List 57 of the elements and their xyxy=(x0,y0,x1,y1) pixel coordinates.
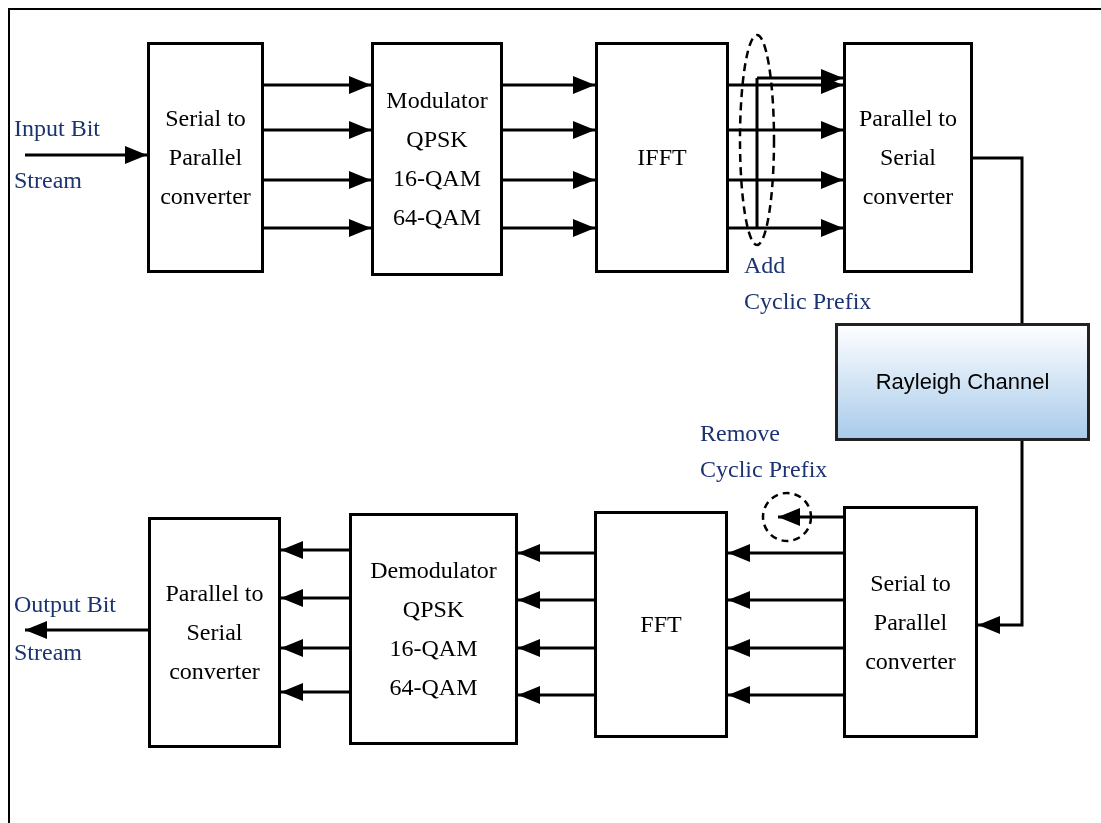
box-title: Parallel to Serial converter xyxy=(164,579,265,686)
text-label: Cyclic Prefix xyxy=(700,455,828,484)
arrow xyxy=(518,686,594,704)
arrow xyxy=(264,219,371,237)
process-box xyxy=(371,42,503,276)
text-label: Output Bit Stream xyxy=(14,591,116,665)
arrow xyxy=(503,219,595,237)
process-box xyxy=(843,42,973,273)
arrow xyxy=(503,76,595,94)
box-text: 64-QAM xyxy=(388,673,479,702)
text-label: Remove xyxy=(700,419,780,448)
process-box xyxy=(148,517,281,748)
arrow xyxy=(518,591,594,609)
arrow xyxy=(503,171,595,189)
box-title: Serial to Parallel converter xyxy=(159,104,252,211)
arrow xyxy=(281,639,349,657)
arrow xyxy=(778,508,843,526)
arrow xyxy=(729,219,843,237)
box-title: FFT xyxy=(639,610,683,639)
box-title: Serial to Parallel converter xyxy=(864,568,957,676)
arrow xyxy=(728,544,843,562)
arrow xyxy=(728,686,843,704)
box-text: 16-QAM xyxy=(388,634,479,663)
arrow xyxy=(264,171,371,189)
box-title: Parallel to Serial converter xyxy=(858,104,958,211)
text-label: Cyclic Prefix xyxy=(744,287,872,316)
arrow xyxy=(25,146,147,164)
process-box xyxy=(843,506,978,738)
box-text: 64-QAM xyxy=(392,203,482,232)
arrow xyxy=(728,591,843,609)
arrow xyxy=(728,639,843,657)
box-title: Demodulator xyxy=(369,556,498,585)
process-box xyxy=(147,42,264,273)
arrow xyxy=(25,621,148,639)
process-box xyxy=(349,513,518,745)
arrow xyxy=(264,121,371,139)
text-label: Input Bit Stream xyxy=(14,115,100,193)
arrow xyxy=(281,683,349,701)
arrow xyxy=(518,639,594,657)
process-box xyxy=(595,42,729,273)
arrow xyxy=(281,589,349,607)
arrow xyxy=(503,121,595,139)
box-text: QPSK xyxy=(401,595,466,624)
box-title: Rayleigh Channel xyxy=(874,368,1051,396)
arrow xyxy=(978,441,1024,634)
arrow xyxy=(518,544,594,562)
box-title: Modulator xyxy=(385,86,489,115)
box-text: QPSK xyxy=(405,125,469,154)
arrow xyxy=(729,171,843,189)
box-title: IFFT xyxy=(636,143,688,172)
text-label: Add xyxy=(744,251,786,280)
channel-box xyxy=(835,323,1090,441)
arrow xyxy=(264,76,371,94)
arrow xyxy=(729,121,843,139)
process-box xyxy=(594,511,728,738)
arrow xyxy=(281,541,349,559)
box-text: 16-QAM xyxy=(392,164,482,193)
